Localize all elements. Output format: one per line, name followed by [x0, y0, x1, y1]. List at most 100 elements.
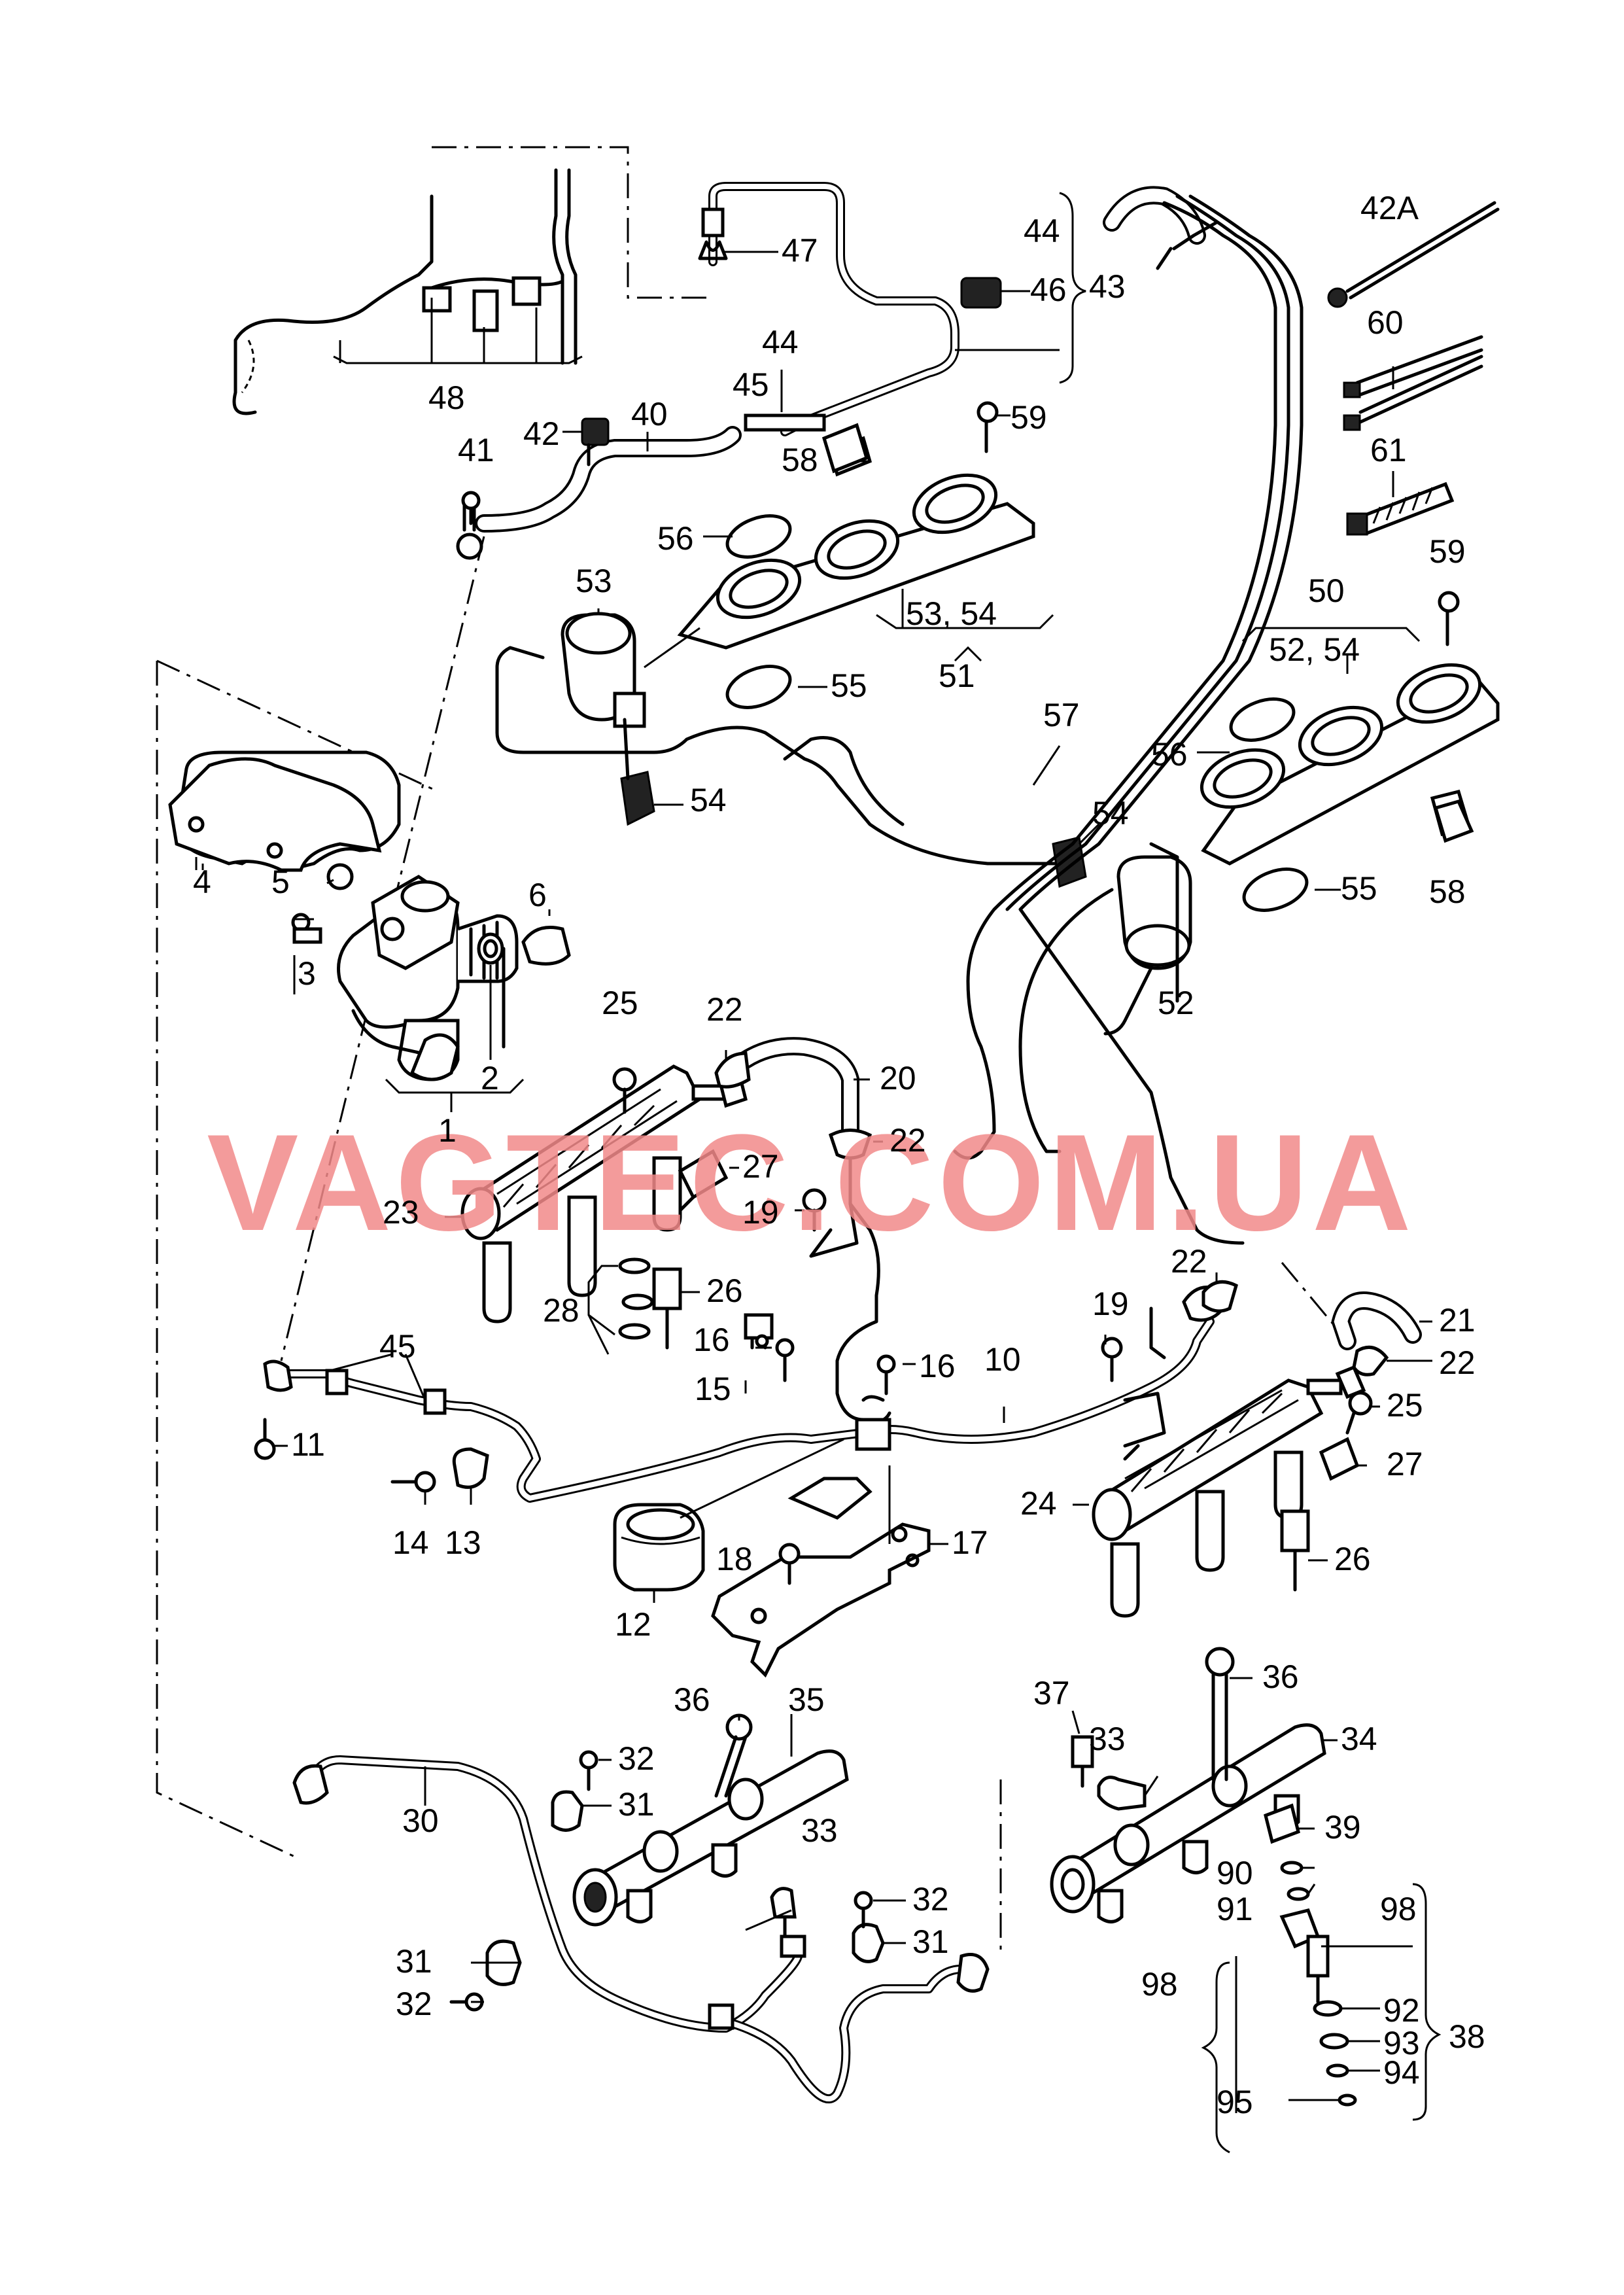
callout-16a: 16 — [693, 1322, 730, 1358]
callout-54a: 54 — [690, 782, 727, 818]
callout-51: 51 — [939, 657, 975, 694]
callout-45a: 45 — [733, 366, 769, 403]
callout-26a: 26 — [706, 1272, 743, 1309]
callout-22c: 22 — [1171, 1243, 1207, 1280]
callout-32c: 32 — [912, 1881, 949, 1918]
part-61-cable-clip — [1346, 471, 1455, 536]
callout-42a: 42A — [1360, 190, 1419, 226]
callout-52: 52 — [1158, 985, 1194, 1021]
callout-37: 37 — [1033, 1675, 1070, 1711]
callout-26b: 26 — [1334, 1541, 1371, 1577]
callout-27b: 27 — [1387, 1446, 1423, 1482]
callout-18: 18 — [716, 1541, 753, 1577]
callout-56a: 56 — [657, 520, 694, 557]
callout-11: 11 — [291, 1426, 325, 1463]
part-48-line-set — [232, 168, 583, 415]
part-13-14-clip — [390, 1313, 916, 1585]
callout-31c: 31 — [912, 1923, 949, 1960]
callout-50: 50 — [1308, 572, 1345, 609]
callout-36a: 36 — [674, 1681, 710, 1718]
callout-48: 48 — [428, 379, 465, 416]
callout-61: 61 — [1370, 432, 1407, 468]
callout-25a: 25 — [602, 985, 638, 1021]
part-12-fuel-pressure-sensor — [613, 1438, 844, 1603]
callout-54b: 54 — [1092, 795, 1129, 832]
callout-24: 24 — [1020, 1485, 1057, 1522]
callout-27a: 27 — [742, 1148, 779, 1185]
callout-93: 93 — [1383, 2025, 1420, 2061]
callout-22d: 22 — [1439, 1344, 1476, 1381]
callout-57: 57 — [1043, 697, 1080, 733]
callout-28: 28 — [543, 1292, 579, 1329]
part-59-58-small-parts — [461, 423, 1474, 843]
callout-4: 4 — [193, 864, 211, 900]
part-4-cover — [168, 757, 382, 872]
callout-32b: 32 — [396, 1986, 432, 2022]
callout-56b: 56 — [1151, 736, 1188, 773]
callout-25b: 25 — [1387, 1387, 1423, 1424]
callout-98b: 98 — [1141, 1966, 1178, 2003]
callout-21: 21 — [1439, 1302, 1476, 1339]
callout-53-54: 53, 54 — [906, 595, 997, 632]
callout-13: 13 — [445, 1524, 481, 1561]
part-53-intake-flap-unit — [677, 401, 1054, 709]
callout-14: 14 — [392, 1524, 429, 1561]
callout-3: 3 — [298, 955, 316, 992]
callout-16b: 16 — [919, 1348, 956, 1384]
callout-98a: 98 — [1380, 1891, 1417, 1927]
callout-19b: 19 — [1092, 1286, 1129, 1322]
part-21-fuel-hose — [1201, 1272, 1432, 1376]
callout-94: 94 — [1383, 2054, 1420, 2091]
callout-33a: 33 — [801, 1812, 838, 1849]
part-42a-cable-tie — [1327, 201, 1500, 308]
part-34-fuel-rail — [1050, 1647, 1338, 1923]
callout-35: 35 — [788, 1681, 825, 1718]
part-43-fuel-line — [698, 182, 1086, 436]
watermark-text: VAGTEC.COM.UA — [207, 1106, 1415, 1259]
callout-55b: 55 — [1341, 870, 1377, 907]
callout-44b: 44 — [762, 324, 799, 360]
callout-17: 17 — [952, 1524, 988, 1561]
part-26-injector-connector — [587, 1149, 891, 1424]
part-40-fuel-line — [456, 417, 742, 560]
callout-31b: 31 — [396, 1943, 432, 1980]
callout-22b: 22 — [890, 1122, 926, 1159]
part-30-fuel-line — [292, 1755, 990, 2104]
callout-52-54: 52, 54 — [1269, 631, 1360, 668]
callout-43: 43 — [1089, 268, 1126, 305]
callout-2: 2 — [481, 1060, 499, 1096]
part-53-actuator — [495, 608, 1068, 866]
callout-5: 5 — [271, 864, 290, 900]
part-24-fuel-rail — [1073, 1365, 1380, 1618]
part-60-cable-ties — [1343, 335, 1483, 431]
callout-95: 95 — [1217, 2084, 1253, 2120]
callout-19a: 19 — [742, 1194, 779, 1231]
callout-59b: 59 — [1429, 533, 1466, 570]
part-31-32-clips — [449, 1750, 906, 2012]
callout-12: 12 — [615, 1606, 651, 1643]
part-57-breather-lines — [953, 186, 1304, 1245]
part-52-intake-flap-unit — [1052, 591, 1500, 1036]
part-35-fuel-rail — [572, 1713, 849, 1927]
part-45-hose-clips — [254, 1353, 426, 1460]
callout-31a: 31 — [618, 1786, 655, 1823]
callout-23: 23 — [383, 1194, 419, 1231]
callout-92: 92 — [1383, 1992, 1420, 2029]
callout-60: 60 — [1367, 304, 1404, 341]
callout-15: 15 — [695, 1371, 731, 1407]
callout-39: 39 — [1324, 1809, 1361, 1846]
callout-42: 42 — [523, 415, 560, 452]
callout-41: 41 — [458, 432, 494, 468]
callout-45b: 45 — [379, 1328, 416, 1365]
callout-53: 53 — [576, 563, 612, 599]
callout-33b: 33 — [1089, 1721, 1126, 1757]
part-17-bracket — [711, 1465, 948, 1678]
callout-10: 10 — [984, 1341, 1021, 1378]
callout-58a: 58 — [782, 442, 818, 478]
callout-38: 38 — [1449, 2018, 1485, 2055]
callout-90: 90 — [1217, 1855, 1253, 1891]
callout-34: 34 — [1341, 1721, 1377, 1757]
part-23-fuel-rail — [445, 1064, 748, 1323]
callout-1: 1 — [438, 1112, 457, 1149]
